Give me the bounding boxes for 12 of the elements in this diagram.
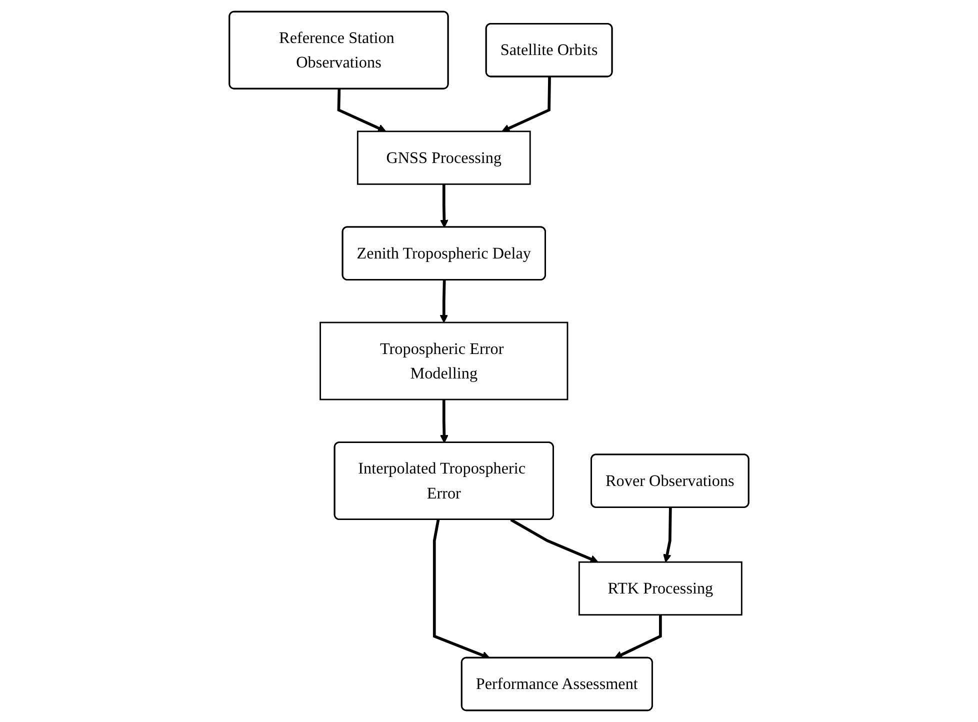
node-box: Tropospheric Error Modelling [320, 322, 568, 400]
arrow [440, 400, 448, 444]
arrow [440, 280, 448, 323]
node-box: GNSS Processing [356, 130, 531, 185]
node-box: RTK Processing [578, 561, 742, 616]
arrow [337, 89, 386, 132]
arrow [663, 508, 672, 562]
arrow [614, 614, 662, 659]
arrow [502, 76, 551, 132]
arrow [510, 518, 598, 563]
arrow [432, 520, 490, 660]
arrow [440, 184, 448, 228]
